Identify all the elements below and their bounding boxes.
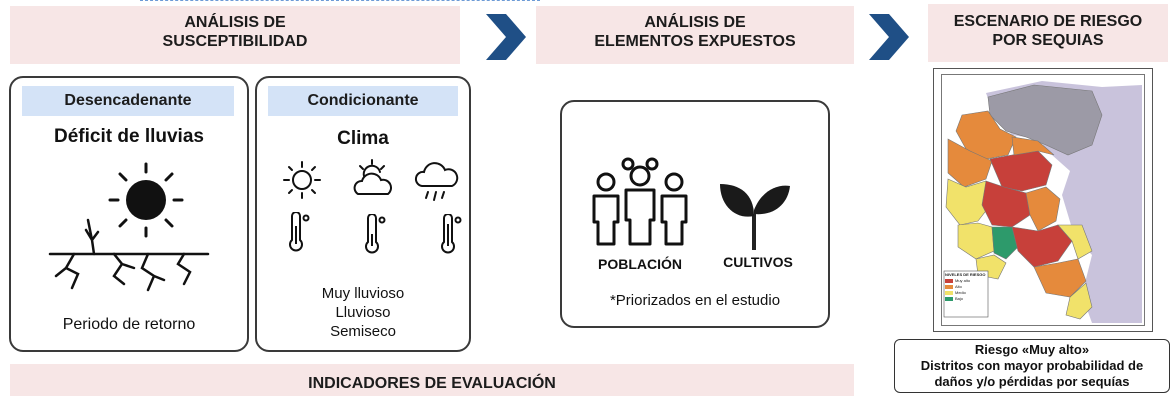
legend-item: Muy alto [945, 278, 987, 284]
conditioning-pill: Condicionante [268, 86, 458, 116]
climate-option: Lluvioso [335, 304, 391, 321]
population-label: POBLACIÓN [598, 256, 682, 272]
legend-swatch [945, 285, 953, 289]
legend-label: Alto [955, 284, 962, 289]
risk-map [942, 75, 1142, 323]
thermometer-icon [289, 212, 310, 252]
exposed-header-band [536, 6, 854, 64]
trigger-caption: Periodo de retorno [62, 316, 196, 333]
rain-cloud-icon [414, 162, 459, 201]
legend-title: NIVELES DE RIESGO [945, 272, 986, 277]
sun-icon [108, 162, 184, 238]
legend-swatch [945, 279, 953, 283]
conditioning-title: Clima [337, 128, 389, 149]
trigger-pill: Desencadenante [22, 86, 234, 116]
chevron-right-icon [486, 14, 526, 60]
legend-item: Bajo [945, 296, 987, 302]
trigger-title: Déficit de lluvias [54, 126, 204, 147]
scenario-header-band [928, 4, 1168, 62]
chevron-right-icon [869, 14, 909, 60]
legend-swatch [945, 297, 953, 301]
legend-label: Medio [955, 290, 966, 295]
thermometer-icon [365, 214, 386, 254]
legend-swatch [945, 291, 953, 295]
risk-caption: Riesgo «Muy alto» Distritos con mayor pr… [894, 339, 1170, 393]
top-strip [140, 0, 540, 1]
legend-item: Medio [945, 290, 987, 296]
climate-option: Muy lluvioso [321, 285, 405, 302]
indicators-band [10, 364, 854, 396]
climate-option: Semiseco [330, 323, 396, 340]
legend-label: Muy alto [955, 278, 971, 283]
crops-label: CULTIVOS [723, 254, 793, 270]
climate-options: Muy lluvioso Lluvioso Semiseco [257, 284, 469, 341]
indicators-title: INDICADORES DE EVALUACIÓN [308, 375, 556, 392]
exposed-header: ANÁLISIS DE ELEMENTOS EXPUESTOS [594, 14, 796, 50]
legend-item: Alto [945, 284, 987, 290]
trigger-card [9, 76, 249, 352]
thermometer-icon [441, 214, 462, 254]
risk-map-inner [941, 74, 1145, 326]
plant-sprout-icon [720, 184, 790, 250]
exposed-note: *Priorizados en el estudio [609, 292, 781, 309]
partly-cloudy-icon [353, 159, 392, 195]
susceptibility-header: ANÁLISIS DE SUSCEPTIBILIDAD [162, 14, 308, 50]
scenario-header: ESCENARIO DE RIESGO POR SEQUIAS [953, 13, 1143, 49]
sun-outline-icon [283, 161, 321, 199]
population-icon [592, 157, 688, 246]
legend-label: Bajo [955, 296, 964, 301]
map-legend: NIVELES DE RIESGO Muy alto Alto Medio Ba… [945, 272, 987, 302]
conditioning-card [255, 76, 471, 352]
cracked-ground-icon [48, 218, 210, 292]
susceptibility-header-band [10, 6, 460, 64]
